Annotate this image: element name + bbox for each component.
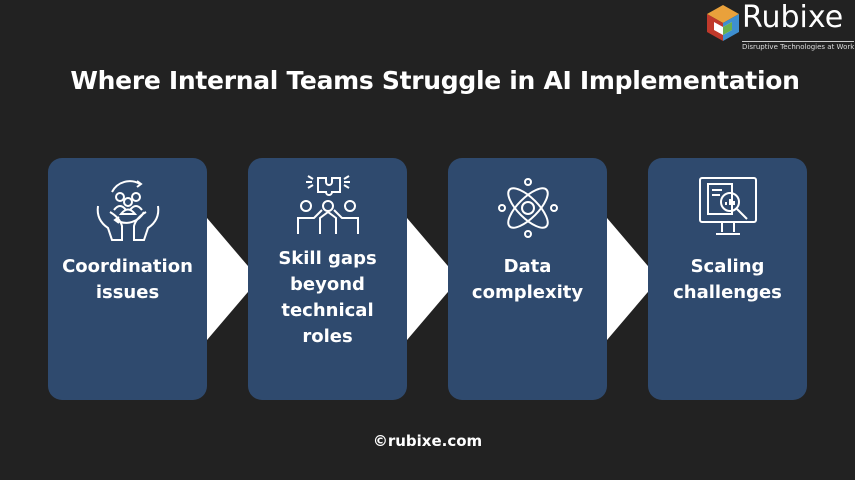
- step-card-scaling: Scaling challenges: [648, 158, 807, 400]
- logo-name: Rubixe: [742, 0, 844, 35]
- team-puzzle-icon: [297, 175, 359, 234]
- step-label: Skill gaps beyond technical roles: [278, 248, 377, 347]
- monitor-analytics-icon: [699, 177, 757, 235]
- step-label: Coordination issues: [62, 256, 193, 303]
- page-title: Where Internal Teams Struggle in AI Impl…: [70, 66, 800, 95]
- step-card-skill-gaps: Skill gaps beyond technical roles: [248, 158, 407, 400]
- logo-tagline: Disruptive Technologies at Work: [742, 41, 855, 51]
- arrow-right-icon: [607, 218, 659, 340]
- arrow-right-icon: [207, 218, 259, 340]
- data-network-icon: [498, 178, 558, 238]
- copyright-footer: ©rubixe.com: [372, 432, 483, 450]
- step-label: Scaling challenges: [673, 256, 782, 303]
- logo-cube-icon: [707, 5, 739, 41]
- hands-team-cycle-icon: [96, 180, 160, 241]
- rubixe-logo: Rubixe Disruptive Technologies at Work: [706, 0, 855, 52]
- step-label: Data complexity: [471, 256, 584, 303]
- step-card-coordination: Coordination issues: [48, 158, 207, 400]
- step-card-data-complexity: Data complexity: [448, 158, 607, 400]
- arrow-right-icon: [407, 218, 459, 340]
